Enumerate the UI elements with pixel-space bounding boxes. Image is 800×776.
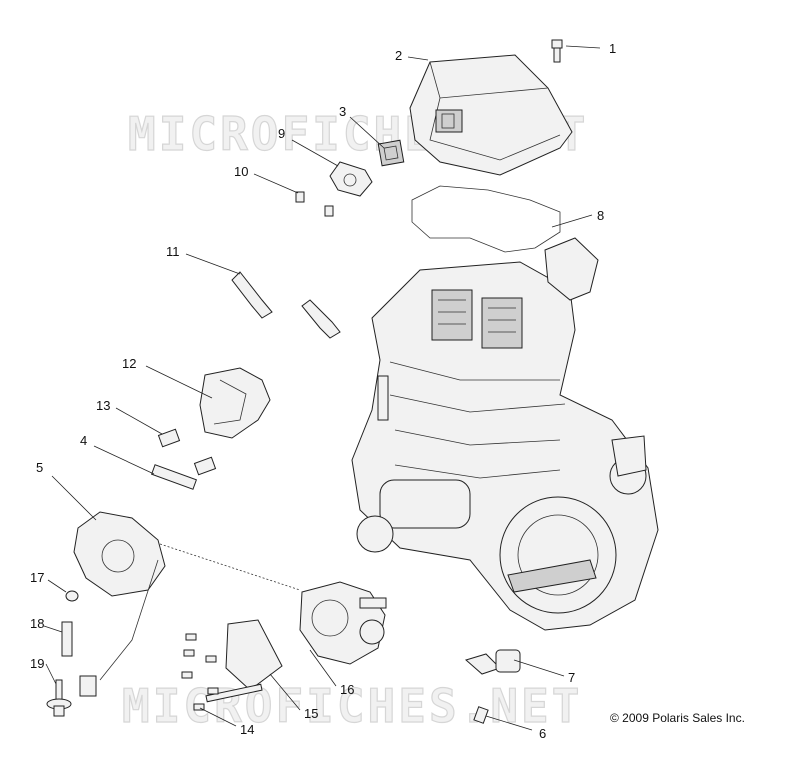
callout-9: 9 [278, 126, 285, 141]
copyright-notice: © 2009 Polaris Sales Inc. [610, 711, 745, 725]
callout-3: 3 [339, 104, 346, 119]
callout-15: 15 [304, 706, 318, 721]
valve-cover-seal [411, 185, 561, 253]
callout-19: 19 [30, 656, 44, 671]
callout-13: 13 [96, 398, 110, 413]
spark-plugs [231, 271, 341, 339]
callout-8: 8 [597, 208, 604, 223]
callout-1: 1 [609, 41, 616, 56]
fitting [464, 649, 521, 675]
valve-cover [409, 54, 573, 176]
callout-16: 16 [340, 682, 354, 697]
tube [61, 621, 73, 657]
sensor-screws [295, 191, 334, 217]
small-gasket [377, 139, 405, 167]
leader-lines [43, 45, 601, 731]
engine-block [351, 237, 659, 631]
sensor [329, 161, 373, 197]
callout-11: 11 [166, 244, 180, 259]
cap [65, 590, 79, 602]
valve-fitting [46, 679, 72, 717]
throttle-body [299, 581, 387, 665]
callout-5: 5 [36, 460, 43, 475]
callout-17: 17 [30, 570, 44, 585]
screws [181, 633, 219, 711]
callout-10: 10 [234, 164, 248, 179]
callout-labels: 1 2 3 4 5 6 7 8 9 10 11 12 13 14 15 16 1… [30, 41, 616, 741]
callout-14: 14 [240, 722, 254, 737]
valve-cover-bolt [551, 39, 563, 63]
intake-bolts [157, 428, 217, 476]
pin [150, 464, 198, 490]
callout-6: 6 [539, 726, 546, 741]
callout-7: 7 [568, 670, 575, 685]
intake-boot [199, 367, 271, 439]
plug [473, 706, 489, 724]
callout-18: 18 [30, 616, 44, 631]
callout-2: 2 [395, 48, 402, 63]
bracket [205, 619, 283, 703]
throttle-body-assembly [73, 511, 166, 697]
callout-12: 12 [122, 356, 136, 371]
callout-4: 4 [80, 433, 87, 448]
